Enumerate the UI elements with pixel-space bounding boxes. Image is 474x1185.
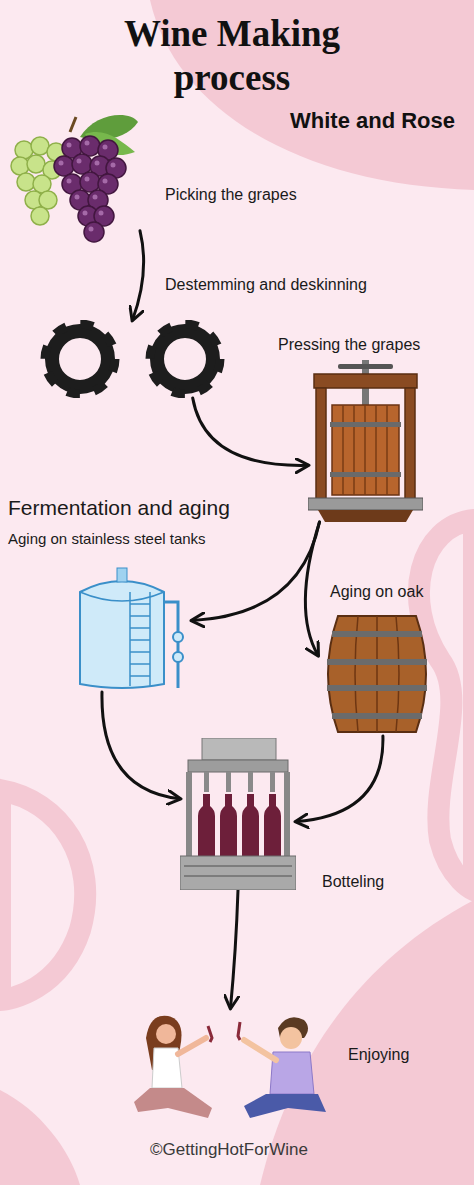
watermark: ©GettingHotForWine: [150, 1140, 308, 1160]
flow-arrow: [133, 231, 144, 320]
step-label: Botteling: [322, 872, 384, 892]
destemming-step: Destemming and deskinning: [25, 320, 240, 398]
section-heading: Fermentation and aging: [8, 496, 230, 520]
step-label: Aging on oak: [330, 582, 423, 602]
step-label-holder: Destemming and deskinning: [165, 275, 367, 295]
step-label-holder: Enjoying: [348, 1045, 409, 1065]
steel-tank-step: Aging on stainless steel tanks: [72, 562, 192, 692]
flow-arrow: [192, 522, 320, 621]
oak-barrel-step: Aging on oak: [318, 612, 436, 736]
step-label: Picking the grapes: [165, 185, 297, 205]
flow-arrow: [102, 692, 180, 799]
flow-arrow: [231, 890, 239, 1008]
subtitle-holder: White and Rose: [290, 108, 455, 134]
pressing-step: Pressing the grapes: [308, 360, 423, 522]
watermark-holder: ©GettingHotForWine: [150, 1140, 308, 1160]
flow-arrow: [305, 522, 319, 655]
step-label-holder: Botteling: [322, 872, 384, 892]
enjoying-step: Enjoying: [128, 1008, 333, 1123]
step-label: Enjoying: [348, 1045, 409, 1065]
step-label: Pressing the grapes: [278, 335, 420, 355]
step-label-holder: Aging on oak: [330, 582, 423, 602]
tank-illustration: [72, 562, 192, 692]
bottling-machine-illustration: [180, 738, 296, 890]
step-label-holder: Picking the grapes: [165, 185, 297, 205]
flow-arrow: [296, 736, 383, 822]
subtitle: White and Rose: [290, 108, 455, 134]
diagram-title-holder: Wine Making process: [102, 12, 362, 100]
grapes-step: Picking the grapes: [10, 112, 140, 247]
section-heading-holder: Fermentation and aging: [8, 496, 230, 520]
flow-arrow: [193, 398, 308, 465]
corner-blob: [0, 1090, 80, 1185]
barrel-illustration: [318, 612, 436, 736]
bottling-step: Botteling: [180, 738, 296, 890]
step-label-holder: Aging on stainless steel tanks: [8, 529, 206, 549]
step-label-holder: Pressing the grapes: [278, 335, 420, 355]
gears-illustration: [25, 320, 240, 398]
step-label: Aging on stainless steel tanks: [8, 529, 206, 549]
grapes-illustration: [10, 112, 140, 247]
press-illustration: [308, 360, 423, 522]
wave-right: [419, 520, 474, 890]
diagram-title: Wine Making process: [102, 12, 362, 100]
wave-left: [0, 790, 85, 1000]
people-illustration: [128, 1008, 333, 1123]
step-label: Destemming and deskinning: [165, 275, 367, 295]
